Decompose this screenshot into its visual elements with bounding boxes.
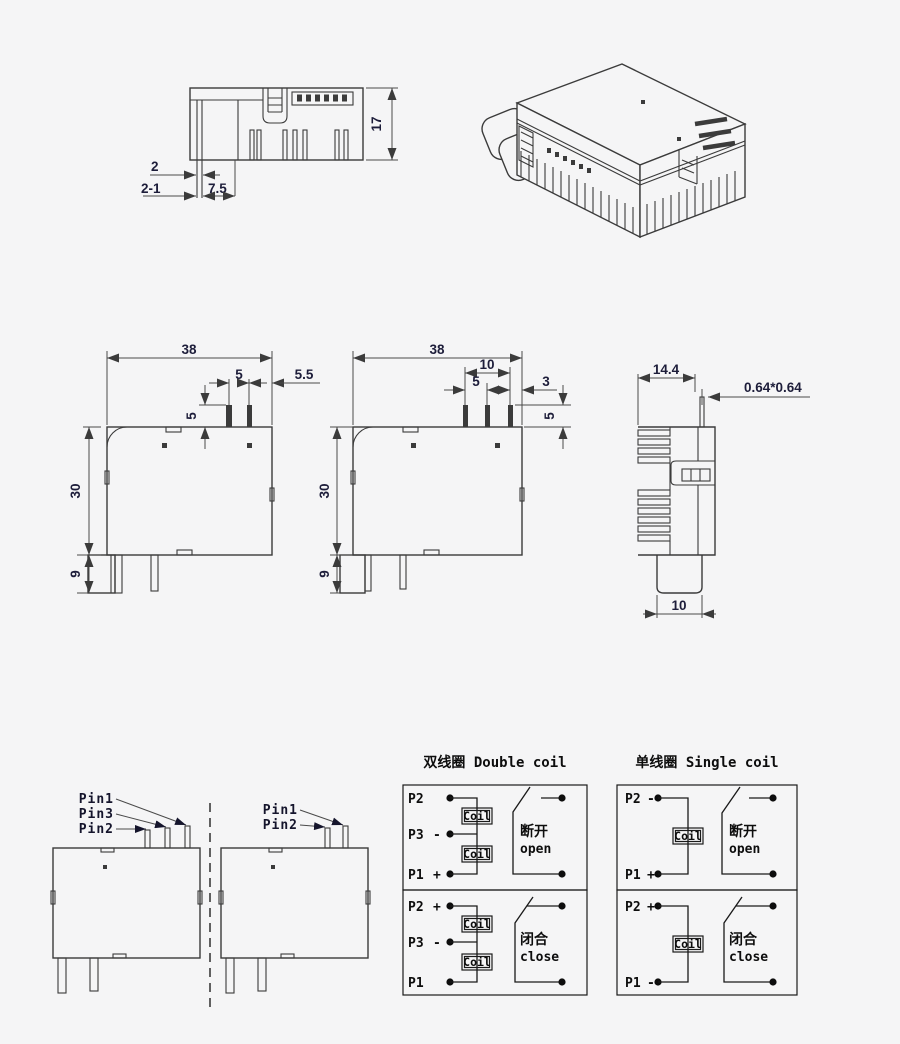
double-coil-open-state: P2 P3 - P1 + Coil Coil 断开 open (408, 786, 566, 883)
terminal-p1-sign: - (647, 976, 655, 991)
cooling-fins (637, 429, 671, 542)
coil-label: Coil (674, 829, 702, 843)
dim-pin-offset: 7.5 (208, 181, 227, 196)
state-open-en: open (520, 842, 551, 857)
single-coil-schematic: 单线圈 Single coil P2 - P1 + Coil 断开 open P… (616, 754, 798, 996)
terminal-p1: P1 (625, 976, 641, 991)
pin1-label-left: Pin1 (79, 792, 114, 807)
dim-pin-pitch: 5 (472, 374, 480, 389)
dim-width: 38 (429, 342, 445, 357)
front-view-double-pin: 38 5 5.5 5 30 9 (68, 342, 320, 594)
bottom-slots (249, 129, 349, 161)
dim-outer-pitch: 10 (479, 357, 494, 372)
terminal-p2-sign: + (433, 900, 441, 915)
front-b-dimensions: 38 10 5 3 5 30 9 (317, 342, 571, 594)
pin3-label-left: Pin3 (79, 807, 114, 822)
terminal-p1: P1 (408, 868, 424, 883)
dim-leg-length: 9 (317, 570, 332, 578)
single-coil-title: 单线圈 Single coil (635, 754, 778, 771)
pin-labels: Pin1 Pin3 Pin2 Pin1 Pin2 (79, 792, 344, 837)
dim-pin-height: 5 (184, 412, 199, 420)
relay-body-isometric (515, 63, 747, 239)
front-view-triple-pin: 38 10 5 3 5 30 9 (317, 342, 571, 594)
coil-label: Coil (463, 809, 491, 823)
pin1-label-right: Pin1 (263, 803, 298, 818)
pin-view-left-body (50, 825, 203, 994)
single-coil-open-state: P2 - P1 + Coil 断开 open (625, 786, 777, 883)
terminal-p1-sign: + (433, 868, 441, 883)
coil-label: Coil (463, 955, 491, 969)
terminal-p1: P1 (625, 868, 641, 883)
dim-height: 17 (369, 116, 384, 131)
vent-teeth (297, 94, 347, 102)
terminal-p2: P2 (408, 900, 424, 915)
dim-pin-section: 0.64*0.64 (744, 380, 802, 395)
state-close-cn: 闭合 (520, 931, 549, 948)
side-narrow-dimensions: 14.4 0.64*0.64 10 (637, 362, 810, 619)
terminal-pins-iso (694, 116, 736, 151)
dim-pin-edge: 3 (542, 374, 550, 389)
terminal-p2: P2 (625, 792, 641, 807)
terminal-p2: P2 (625, 900, 641, 915)
dim-pin-width: 2 (151, 159, 159, 174)
terminal-p3-sign: - (433, 936, 441, 951)
dim-leg-length: 9 (68, 570, 83, 578)
pin2-label-right: Pin2 (263, 818, 298, 833)
terminal-p1: P1 (408, 976, 424, 991)
terminal-p2: P2 (408, 792, 424, 807)
dim-pin-edge: 5.5 (295, 367, 314, 382)
front-outline-a (87, 405, 275, 594)
pin2-label-left: Pin2 (79, 822, 114, 837)
terminal-p3-sign: - (433, 828, 441, 843)
coil-label: Coil (463, 847, 491, 861)
dim-pin-callout: 2-1 (141, 181, 161, 196)
terminal-p3: P3 (408, 828, 424, 843)
single-coil-close-state: P2 + P1 - Coil 闭合 close (625, 896, 777, 991)
state-open-cn: 断开 (729, 823, 757, 840)
coil-label: Coil (463, 917, 491, 931)
side-profile-dimensions: 17 2 2-1 7.5 (141, 87, 398, 201)
front-outline-b (339, 405, 525, 594)
dim-width: 38 (181, 342, 197, 357)
dim-pin-height: 5 (542, 412, 557, 420)
side-narrow-outline (637, 396, 716, 594)
state-close-en: close (520, 950, 559, 965)
state-open-en: open (729, 842, 760, 857)
terminal-p3: P3 (408, 936, 424, 951)
state-open-cn: 断开 (520, 823, 548, 840)
right-side-view: 14.4 0.64*0.64 10 (637, 362, 810, 619)
terminal-p2-sign: + (647, 900, 655, 915)
vent-teeth-iso (547, 148, 591, 173)
pin-identification-view: Pin1 Pin3 Pin2 Pin1 Pin2 (50, 792, 371, 1011)
state-close-en: close (729, 950, 768, 965)
double-coil-schematic: 双线圈 Double coil P2 P3 - P1 + Coil Coil 断… (402, 754, 588, 996)
double-coil-close-state: P2 + P3 - P1 Coil Coil 闭合 close (408, 896, 566, 991)
state-close-cn: 闭合 (729, 931, 758, 948)
dim-width: 14.4 (653, 362, 680, 377)
terminal-p1-sign: + (647, 868, 655, 883)
side-profile-view: 17 2 2-1 7.5 (141, 87, 398, 201)
dim-height: 30 (68, 483, 83, 498)
terminal-p2-sign: - (647, 792, 655, 807)
isometric-view (481, 63, 747, 239)
side-profile-outline (189, 87, 364, 198)
dim-pin-pitch: 5 (235, 367, 243, 382)
front-a-dimensions: 38 5 5.5 5 30 9 (68, 342, 320, 594)
double-coil-title: 双线圈 Double coil (423, 754, 566, 771)
dim-height: 30 (317, 483, 332, 498)
coil-label: Coil (674, 937, 702, 951)
dim-foot-width: 10 (671, 598, 686, 613)
pin-view-right-body (218, 825, 371, 994)
